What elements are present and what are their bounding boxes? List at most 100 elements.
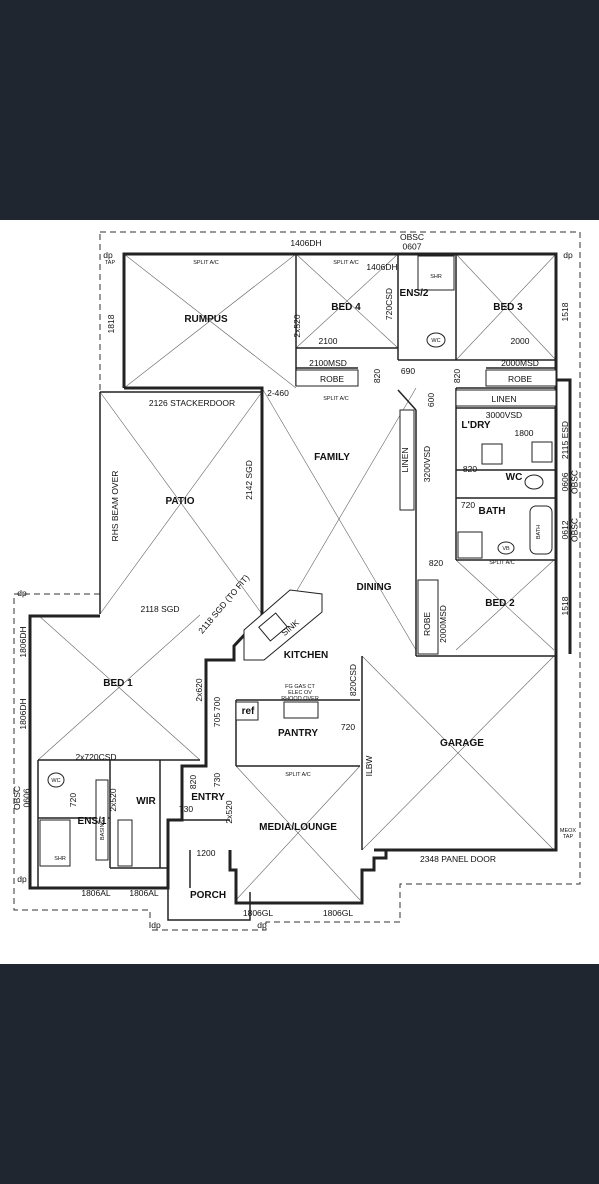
wc-main	[524, 474, 544, 490]
linen-cupboard	[455, 389, 557, 407]
dim-730-a: 730	[212, 773, 222, 787]
top-dark-band	[0, 0, 599, 220]
dim-820-e: 820	[188, 775, 198, 789]
dim-rhs-beam: RHS BEAM OVER	[110, 471, 120, 542]
dim-2100msd: 2100MSD	[309, 358, 347, 368]
dim-2x720csd: 2x720CSD	[75, 752, 116, 762]
label-dp-tr: dp	[563, 250, 573, 260]
label-basins: BASINS	[100, 820, 106, 841]
label-robe-bed2: ROBE	[422, 612, 432, 636]
dim-600: 600	[426, 393, 436, 407]
room-bed3: BED 3	[493, 302, 523, 313]
dim-720-ens: 720	[68, 793, 78, 807]
label-wc-ens2: WC	[431, 338, 440, 344]
dim-0612-obsc: 0612OBSC	[560, 518, 579, 542]
dim-0606-obsc: 0606OBSC	[560, 470, 579, 494]
dim-1406dh-top: 1406DH	[290, 238, 321, 248]
kitchen-sink	[258, 612, 288, 642]
label-ref: ref	[242, 706, 255, 717]
dim-2142sgd: 2142 SGD	[244, 460, 254, 500]
room-ens1: ENS/1	[78, 816, 107, 827]
shower-bath	[457, 531, 483, 559]
label-dp-bl: dp	[17, 874, 27, 884]
dim-1406dh-2: 1406DH	[366, 262, 397, 272]
wir-shelf	[117, 819, 133, 867]
shower-ens2	[417, 255, 455, 291]
label-splitac-media: SPLIT A/C	[285, 772, 311, 778]
external-walls-north	[122, 252, 572, 654]
label-vb: VB	[502, 546, 510, 552]
dim-2x520: 2x520	[292, 314, 302, 337]
laundry-tub	[481, 443, 503, 465]
label-dp-porch-r: dp	[257, 920, 267, 930]
room-wc: WC	[506, 472, 523, 483]
label-tap: TAP	[105, 260, 116, 266]
room-garage: GARAGE	[440, 738, 484, 749]
dim-700: 700	[212, 697, 222, 711]
dim-2x520-b: 2x520	[108, 788, 118, 811]
bath-tub	[529, 505, 553, 555]
dim-2000msd: 2000MSD	[501, 358, 539, 368]
room-entry: ENTRY	[191, 792, 225, 803]
label-shr-ens1: SHR	[54, 856, 66, 862]
dim-2000msd-b: 2000MSD	[438, 605, 448, 643]
eave-outline	[13, 231, 581, 931]
label-ilbw: ILBW	[364, 756, 374, 777]
dim-2000: 2000	[511, 336, 530, 346]
dim-820-a: 820	[372, 369, 382, 383]
linen-hall	[399, 409, 415, 511]
dim-1806al-b: 1806AL	[129, 888, 159, 898]
dim-2118sgd-fit: 2118 SGD (TO FIT)	[196, 572, 251, 635]
label-wc-ens1: WC	[51, 778, 60, 784]
dim-2100: 2100	[319, 336, 338, 346]
label-bath-tub: BATH	[536, 525, 542, 539]
dim-2115esd: 2115 ESD	[560, 421, 570, 459]
room-media: MEDIA/LOUNGE	[259, 822, 337, 833]
room-wir: WIR	[136, 796, 156, 807]
room-bed1: BED 1	[103, 678, 133, 689]
dim-1818: 1818	[106, 314, 116, 333]
label-splitac-bed4: SPLIT A/C	[333, 260, 359, 266]
dim-1806dh-a: 1806DH	[18, 626, 28, 657]
robe-bed3	[485, 369, 557, 387]
room-bed2: BED 2	[485, 598, 515, 609]
wc-ens2	[426, 332, 446, 348]
label-splitac-rumpus: SPLIT A/C	[193, 260, 219, 266]
dim-2348-panel: 2348 PANEL DOOR	[420, 854, 496, 864]
floor-plan-drawing: RUMPUS BED 4 ENS/2 BED 3 FAMILY PATIO L'…	[12, 231, 581, 931]
dim-820-b: 820	[452, 369, 462, 383]
dim-2-460: 2-460	[267, 388, 289, 398]
label-dp-tl: dp	[103, 250, 113, 260]
dim-obsc-0606: OBSC0606	[12, 786, 31, 810]
dim-1518-bot: 1518	[560, 596, 570, 615]
fridge-space	[235, 701, 259, 721]
room-ldry: L'DRY	[461, 420, 491, 431]
label-splitac-family: SPLIT A/C	[323, 396, 349, 402]
dim-820csd: 820CSD	[348, 664, 358, 696]
label-linen-hall: LINEN	[400, 447, 410, 472]
dim-3200vsd: 3200VSD	[422, 446, 432, 482]
dim-1806gl-b: 1806GL	[323, 908, 354, 918]
robe-bed4	[295, 369, 359, 387]
dim-1200: 1200	[197, 848, 216, 858]
dim-1806dh-b: 1806DH	[18, 698, 28, 729]
dim-690: 690	[401, 366, 415, 376]
shower-ens1	[39, 819, 71, 867]
internal-walls	[37, 254, 556, 888]
room-patio: PATIO	[165, 496, 194, 507]
vanity-basin	[497, 541, 515, 555]
cooktop	[283, 701, 319, 719]
dim-705: 705	[212, 713, 222, 727]
room-dining: DINING	[357, 582, 392, 593]
room-diagonals	[37, 253, 557, 901]
room-kitchen: KITCHEN	[284, 650, 328, 661]
dim-820-c: 820	[463, 464, 477, 474]
label-shr-ens2: SHR	[430, 274, 442, 280]
dim-2x620: 2x620	[194, 678, 204, 701]
room-rumpus: RUMPUS	[184, 314, 228, 325]
washer	[531, 441, 553, 463]
dim-720csd: 720CSD	[384, 288, 394, 320]
dim-2118sgd: 2118 SGD	[140, 604, 179, 614]
